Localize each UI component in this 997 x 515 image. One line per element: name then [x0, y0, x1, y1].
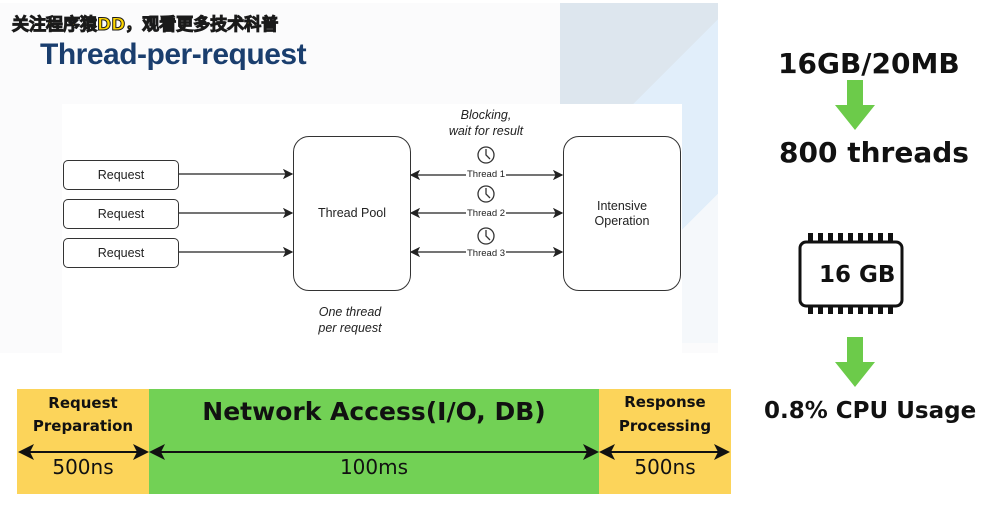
blocking-note-line2: wait for result	[448, 124, 524, 138]
thread-count-text: 800 threads	[779, 136, 969, 169]
segment-label-line2: Processing	[618, 417, 712, 435]
segment-label: Network Access(I/O, DB)	[202, 397, 546, 426]
blocking-note: Blocking, wait for result	[436, 107, 536, 139]
request-box: Request	[63, 238, 179, 268]
clock-icon	[477, 227, 495, 245]
thread-label: Thread 3	[466, 248, 507, 259]
thread-pool-box: Thread Pool	[293, 136, 411, 291]
memory-ratio-text: 16GB/20MB	[778, 47, 960, 80]
thread-label: Thread 2	[466, 208, 507, 219]
intensive-operation-label-line2: Operation	[594, 213, 650, 228]
segment-label-line1: Request	[48, 394, 118, 412]
ram-chip-label: 16 GB	[819, 262, 896, 288]
slide-title: Thread-per-request	[40, 38, 307, 71]
segment-label: Response Processing	[599, 390, 731, 438]
request-box: Request	[63, 199, 179, 229]
timeline-duration-arrows	[18, 444, 730, 460]
one-thread-note-line2: per request	[318, 321, 382, 335]
blocking-note-line1: Blocking,	[460, 108, 512, 122]
thread-label: Thread 1	[466, 169, 507, 180]
cpu-usage-text: 0.8% CPU Usage	[764, 398, 977, 424]
clock-icon	[477, 146, 495, 164]
one-thread-note: One thread per request	[300, 304, 400, 336]
request-box: Request	[63, 160, 179, 190]
intensive-operation-label-line1: Intensive	[596, 198, 648, 213]
timeline-segment-response-processing: Response Processing 500ns	[599, 389, 731, 494]
segment-label-line1: Response	[624, 393, 706, 411]
timeline-segment-network-access: Network Access(I/O, DB) 100ms	[149, 389, 599, 494]
ram-chip-icon	[798, 233, 904, 314]
down-arrow-icon	[835, 337, 875, 387]
intensive-operation-box: Intensive Operation	[563, 136, 681, 291]
watermark-caption: 关注程序猿DD，观看更多技术科普	[11, 15, 279, 36]
segment-label: Request Preparation	[17, 392, 149, 438]
clock-icon	[477, 185, 495, 203]
timeline-segment-request-preparation: Request Preparation 500ns	[17, 389, 149, 494]
segment-label-line2: Preparation	[32, 417, 134, 435]
one-thread-note-line1: One thread	[318, 305, 382, 319]
down-arrow-icon	[835, 80, 875, 130]
